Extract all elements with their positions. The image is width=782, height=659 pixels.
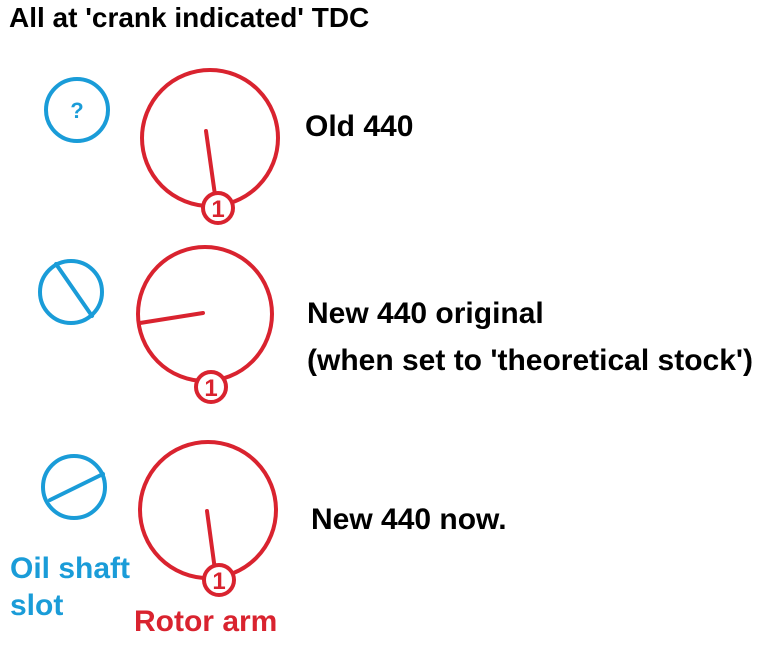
oil-shaft-circle-row-3 [41, 454, 107, 520]
rotor-arm-row-3 [205, 509, 217, 572]
oil-shaft-legend-line-2: slot [10, 589, 64, 622]
distributor-cap-circle-row-1 [140, 68, 280, 208]
oil-shaft-question-mark: ? [70, 98, 83, 123]
distributor-cap-circle-row-2 [136, 245, 274, 383]
row-3-group: 1 [41, 440, 278, 597]
cylinder-1-marker-text-row-1: 1 [211, 196, 224, 223]
row-3-label: New 440 now. [311, 503, 507, 536]
cylinder-1-marker-circle-row-2 [194, 370, 228, 404]
oil-shaft-circle-row-1 [44, 77, 110, 143]
row-1-label: Old 440 [305, 110, 414, 143]
cylinder-1-marker-circle-row-1 [201, 191, 235, 225]
row-2-sublabel: (when set to 'theoretical stock') [307, 344, 754, 377]
page-title: All at 'crank indicated' TDC [9, 2, 370, 33]
rotor-arm-legend: Rotor arm [134, 605, 278, 638]
cylinder-1-marker-circle-row-3 [202, 563, 236, 597]
rotor-arm-row-1 [204, 129, 217, 197]
oil-shaft-legend-line-1: Oil shaft [10, 552, 131, 585]
cylinder-1-marker-text-row-2: 1 [204, 375, 217, 402]
row-2-label: New 440 original [307, 297, 544, 330]
row-2-group: 1 [38, 245, 274, 404]
oil-shaft-circle-row-2 [38, 259, 104, 325]
oil-shaft-slot-row-3 [48, 472, 105, 502]
cylinder-1-marker-text-row-3: 1 [212, 568, 225, 595]
oil-shaft-legend: Oil shaft slot [10, 550, 130, 624]
rotor-arm-row-2 [138, 311, 205, 325]
row-1-group: ? 1 [44, 68, 280, 225]
oil-shaft-slot-row-2 [54, 262, 94, 318]
